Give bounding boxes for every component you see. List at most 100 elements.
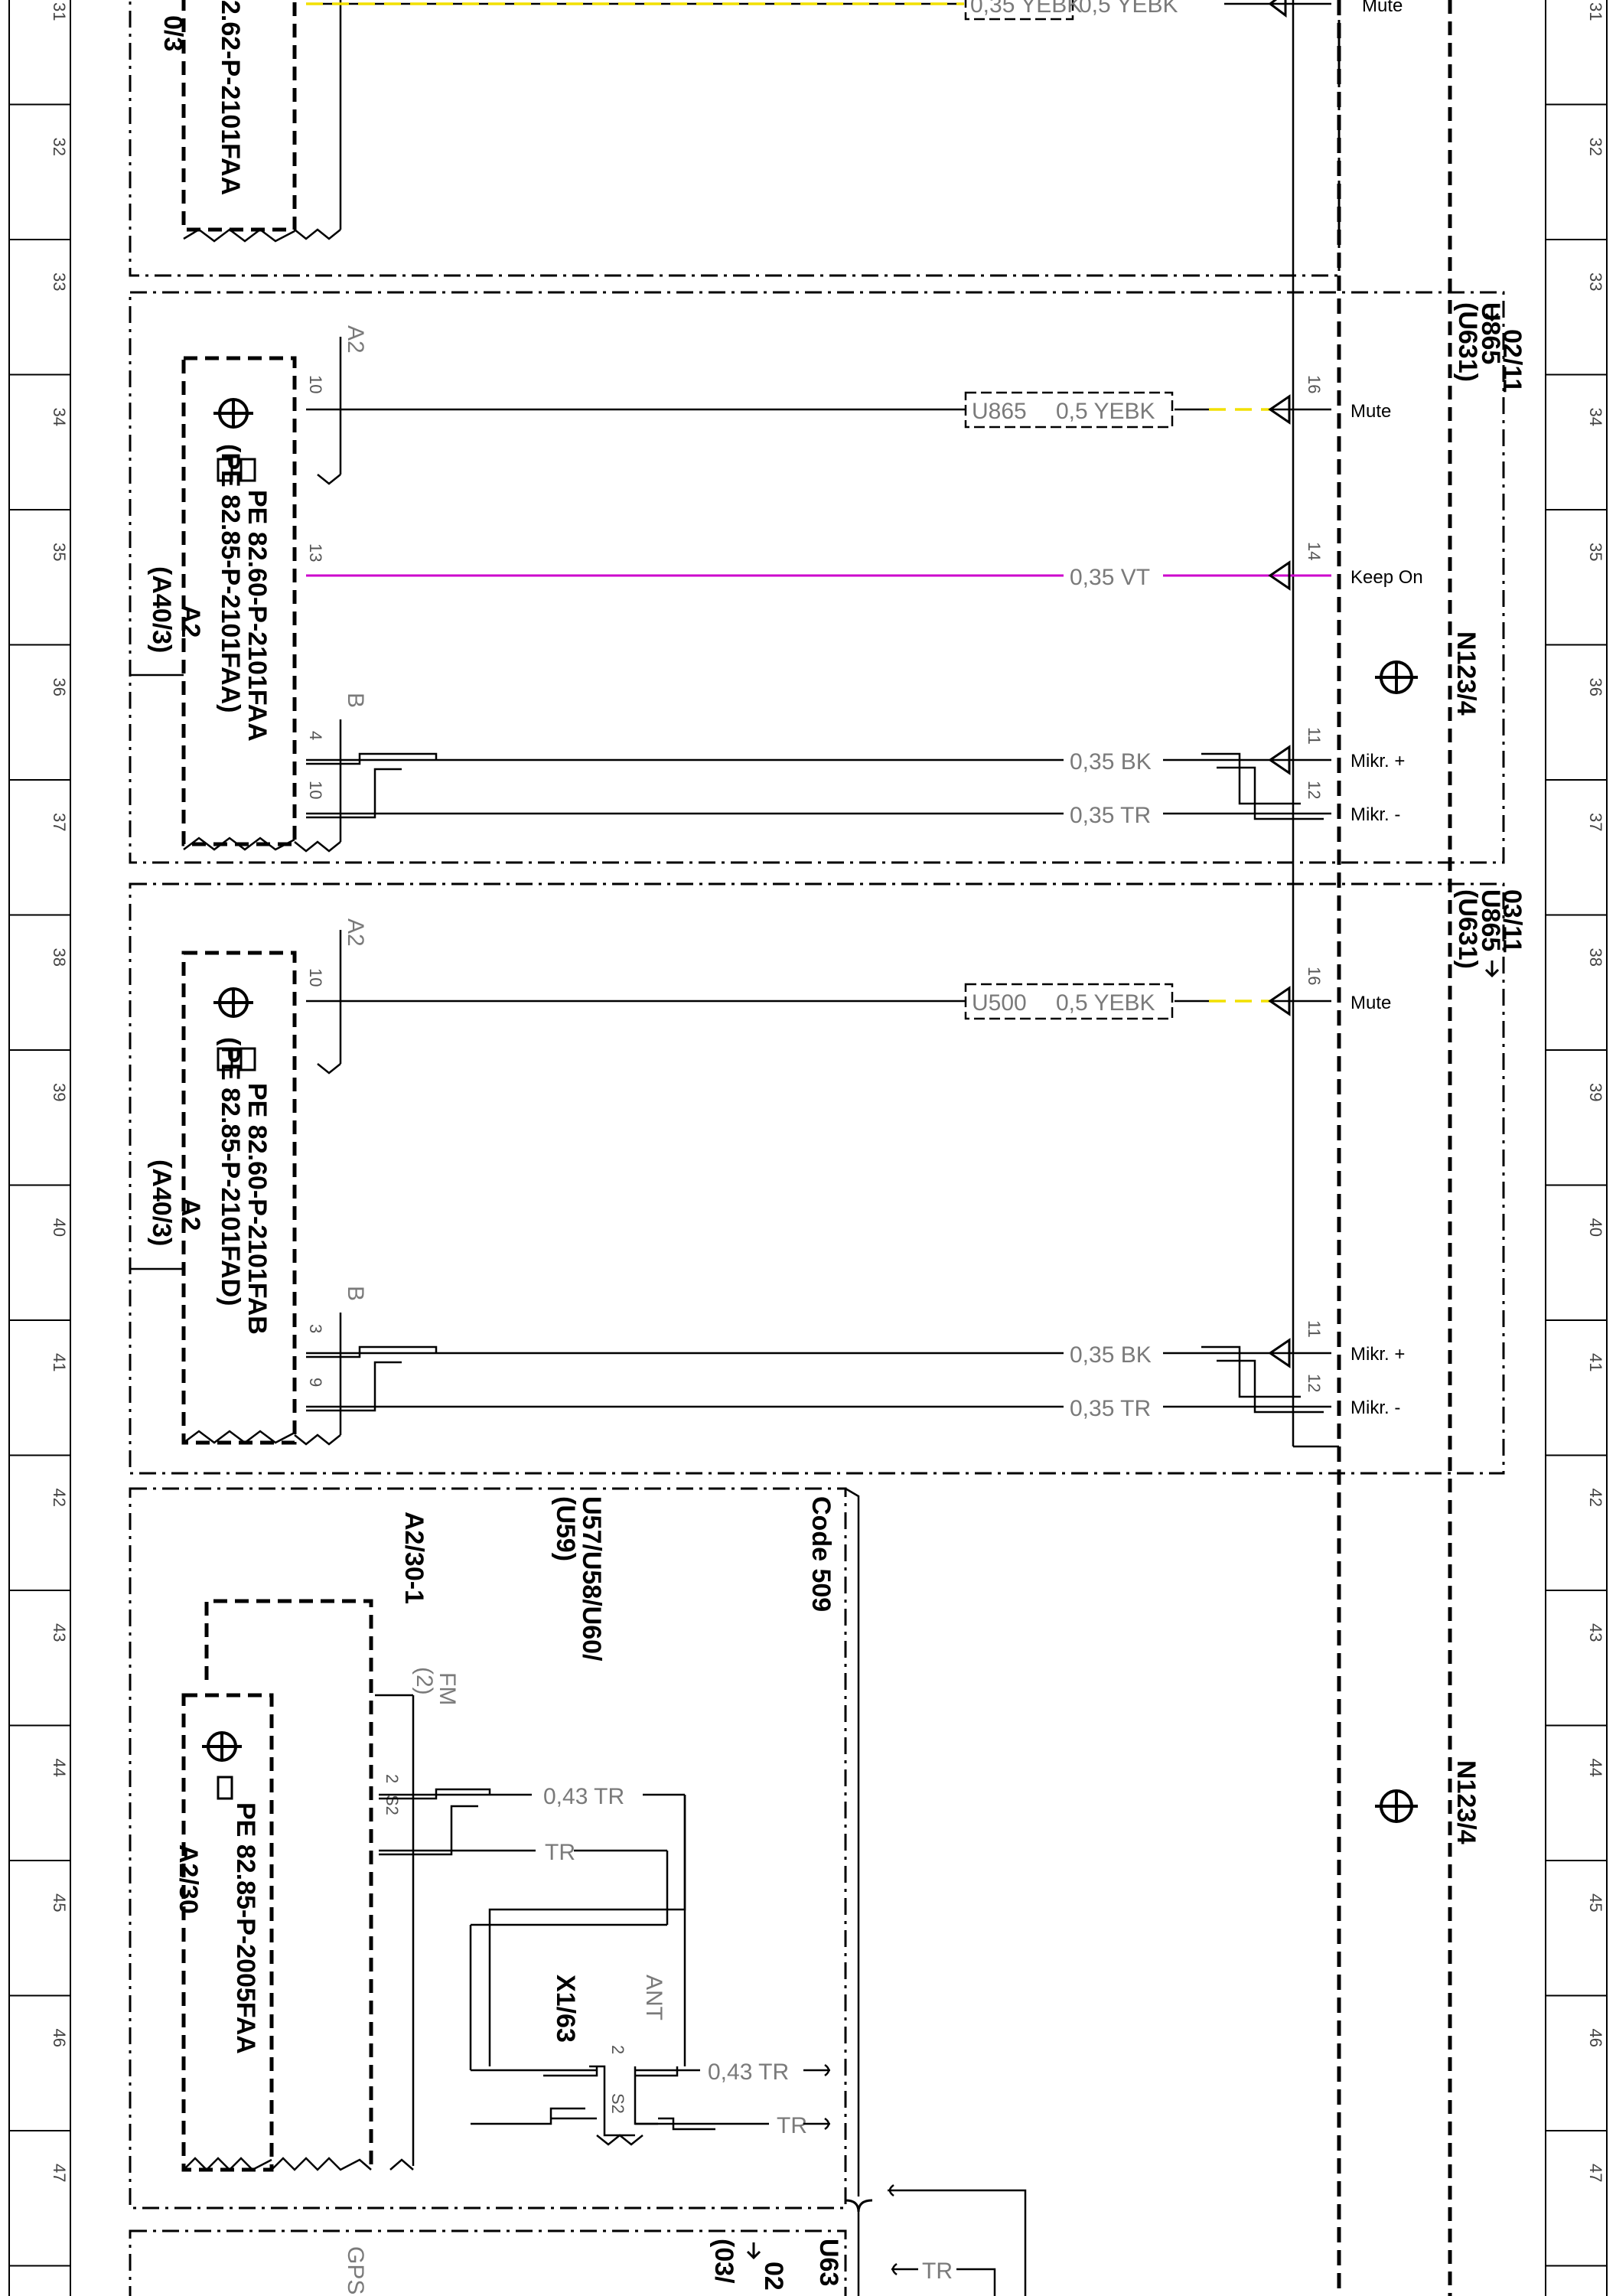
module-2-transistor-icon	[213, 987, 253, 1018]
module-2-func: Mikr. +	[1350, 1344, 1405, 1365]
top-wire-label-b: 0,5 YEBK	[1079, 0, 1178, 18]
module-3-wire-2: TR	[545, 1840, 575, 1865]
module-2-xref-3: (U631)	[1453, 889, 1482, 969]
module-1-pin: 13	[306, 543, 325, 562]
right-ruler-number: 37	[1586, 813, 1605, 831]
module-3-name-a: A2/30-1	[399, 1512, 428, 1604]
module-2-func: Mute	[1350, 993, 1391, 1013]
bottom-fragment: GPS 02 (03/ U63 TR	[129, 2229, 996, 2296]
right-ruler-number: 42	[1586, 1489, 1605, 1507]
right-ruler-number: 31	[1586, 2, 1605, 21]
module-2-name: A2	[176, 1198, 205, 1231]
bottom-wire: TR	[922, 2258, 953, 2284]
module-2-alt-name: (A40/3)	[147, 1159, 176, 1246]
module-1-func: Keep On	[1350, 567, 1423, 588]
left-ruler-number: 40	[50, 1218, 69, 1237]
module-3-conn-pin-s2: S2	[608, 2093, 627, 2114]
ecu-name: N123/4	[1451, 631, 1481, 716]
ecu-lower: N123/4	[1375, 1760, 1481, 1844]
right-ruler-number: 33	[1586, 272, 1605, 291]
left-ruler-number: 32	[50, 138, 69, 156]
left-ruler-number: 34	[50, 408, 69, 426]
module-1-doc-2: (PE 82.85-P-2101FAA)	[216, 444, 245, 713]
module-1-transistor-icon	[213, 398, 253, 429]
module-1-ecu-pin: 14	[1305, 542, 1324, 560]
module-1-func: Mute	[1350, 401, 1391, 422]
module-1-alt-name: (A40/3)	[147, 566, 176, 653]
right-ruler-number: 45	[1586, 1893, 1605, 1912]
module-1-pin: 10	[306, 375, 325, 393]
right-ruler-number: 35	[1586, 543, 1605, 561]
module-1-ecu-pin: 12	[1305, 781, 1324, 799]
module-3-name-b: A2/30	[174, 1844, 203, 1914]
module-3-conn-pin-2: 2	[608, 2045, 627, 2054]
left-ruler-number: 31	[50, 2, 69, 21]
module-2-ecu-pin: 12	[1305, 1374, 1324, 1392]
left-ruler-number: 47	[50, 2164, 69, 2182]
module-3-pin-2: 2	[383, 1774, 402, 1783]
right-ruler-number: 36	[1586, 678, 1605, 696]
bottom-xref-b: (03/	[709, 2239, 738, 2284]
module-2-doc-2: (PE 82.85-P-2101FAD)	[216, 1037, 245, 1306]
module-3-out-1: 0,43 TR	[708, 2060, 789, 2085]
left-ruler-number: 42	[50, 1489, 69, 1507]
module-1-doc-1: PE 82.60-P-2101FAA	[243, 490, 272, 742]
left-ruler-number: 46	[50, 2029, 69, 2047]
left-ruler-number: 35	[50, 543, 69, 561]
module-3-hand-icon	[217, 1776, 233, 1800]
module-1-ground-ref: A2	[343, 325, 368, 354]
ecu-transistor-icon	[1375, 660, 1418, 694]
module-3-doc: PE 82.85-P-2005FAA	[231, 1802, 260, 2054]
module-1-wire-label: 0,35 BK	[1070, 749, 1152, 775]
module-1-hand-icon	[217, 458, 256, 482]
left-ruler-number: 45	[50, 1893, 69, 1912]
module-1-pin: 10	[306, 781, 325, 799]
right-ruler-number: 38	[1586, 948, 1605, 967]
module-3-fm-1: FM	[435, 1672, 460, 1705]
right-ruler-number: 32	[1586, 138, 1605, 156]
module-1-ground-ref-b: B	[343, 693, 368, 708]
lower-connection	[845, 1487, 1027, 2296]
module-2-hand-icon	[217, 1047, 256, 1071]
right-ruler-number: 43	[1586, 1623, 1605, 1642]
right-ruler-number: 34	[1586, 408, 1605, 426]
module-1-wire-label: 0,35 TR	[1070, 803, 1151, 828]
module-1-wire-label: 0,5 YEBK	[1056, 399, 1155, 424]
right-ruler-number: 44	[1586, 1759, 1605, 1777]
module-3-code: Code 509	[806, 1496, 836, 1612]
module-1-xref-1: 02/11	[1497, 329, 1526, 393]
module-1-xref-2: U865	[1476, 302, 1505, 364]
module-3: Code 509 U57/U58/U60/ (U59) A2/30-1 FM (…	[129, 1487, 847, 2210]
module-1-pin: 4	[306, 731, 325, 740]
module-2-ground-ref: A2	[343, 918, 368, 947]
module-2-wire-code: U500	[972, 990, 1027, 1016]
module-2-wire-label: 0,5 YEBK	[1056, 990, 1155, 1016]
left-ruler-number: 41	[50, 1353, 69, 1371]
right-ruler-number: 41	[1586, 1353, 1605, 1371]
module-2-ecu-pin: 11	[1305, 1320, 1324, 1338]
top-pin-label: Mute	[1362, 0, 1403, 16]
module-2-ground-ref-b: B	[343, 1286, 368, 1301]
module-3-out-2: TR	[777, 2113, 807, 2138]
module-1-wire-code: U865	[972, 399, 1027, 424]
left-ruler-number: 33	[50, 272, 69, 291]
module-2: PE 82.60-P-2101FAB (PE 82.85-P-2101FAD) …	[129, 882, 1526, 1475]
bottom-code: U63	[814, 2239, 843, 2286]
module-1-ecu-pin: 16	[1305, 375, 1324, 393]
module-1-name: A2	[176, 605, 205, 638]
bottom-xref: 02	[759, 2262, 788, 2291]
module-1-xref-3: (U631)	[1453, 302, 1482, 382]
top-fragment-doc: 2.62-P-2101FAA	[216, 0, 245, 195]
left-ruler-number: 38	[50, 948, 69, 967]
module-1: PE 82.60-P-2101FAA (PE 82.85-P-2101FAA) …	[129, 291, 1526, 864]
module-2-doc-1: PE 82.60-P-2101FAB	[243, 1083, 272, 1335]
module-3-variants-2: (U59)	[551, 1496, 580, 1561]
module-3-connector: X1/63	[551, 1975, 580, 2043]
module-2-xref-1: 03/11	[1497, 889, 1526, 953]
top-fragment-ref: 0/3	[158, 15, 187, 51]
ecu-lower-transistor-icon	[1375, 1789, 1418, 1823]
left-ruler-number: 39	[50, 1083, 69, 1101]
module-1-func: Mikr. -	[1350, 804, 1400, 825]
